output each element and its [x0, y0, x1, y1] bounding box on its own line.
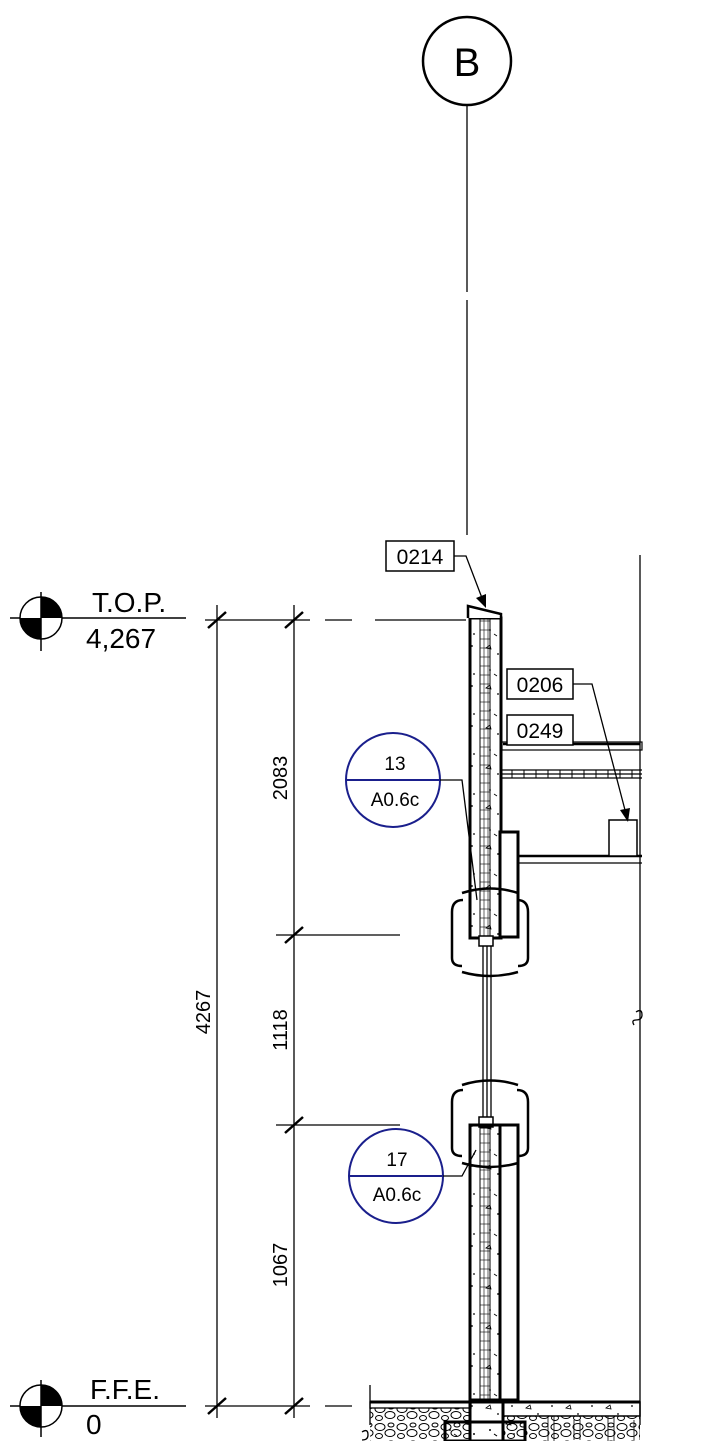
- tag-0214: 0214: [385, 540, 486, 608]
- callout-17-number: 17: [386, 1150, 407, 1171]
- callout-13-sheet: A0.6c: [371, 790, 420, 811]
- upper-wall: [466, 604, 520, 947]
- detail-bracket-upper: [450, 887, 530, 978]
- callout-17-sheet: A0.6c: [373, 1185, 422, 1206]
- grid-bubble: B: [421, 15, 513, 535]
- tag-0249-label: 0249: [517, 720, 564, 743]
- dimension-chain: 2083 1118 1067: [270, 605, 400, 1418]
- level-name-floor: F.F.E.: [90, 1374, 160, 1405]
- level-marker-floor: F.F.E. 0: [10, 1374, 186, 1440]
- level-value-top: 4,267: [86, 623, 156, 654]
- dimension-upper-label: 2083: [270, 756, 292, 801]
- callout-17: 17 A0.6c: [348, 1128, 477, 1224]
- window-glazing: [482, 946, 492, 1118]
- level-name-top: T.O.P.: [92, 587, 166, 618]
- tag-0206: 0206: [506, 668, 630, 822]
- callout-13: 13 A0.6c: [345, 732, 478, 901]
- lower-wall: [468, 1116, 520, 1402]
- dimension-middle-label: 1118: [270, 1009, 292, 1051]
- tag-0206-label: 0206: [517, 674, 564, 697]
- tag-0214-label: 0214: [397, 546, 444, 569]
- dimension-overall: 4267: [193, 605, 227, 1418]
- dimension-overall-label: 4267: [193, 990, 215, 1035]
- foundation: [361, 1385, 641, 1441]
- level-value-floor: 0: [86, 1409, 102, 1440]
- detail-bracket-lower: [450, 1079, 530, 1169]
- callout-13-number: 13: [384, 754, 405, 775]
- level-marker-top: T.O.P. 4,267: [10, 587, 186, 654]
- grid-label: B: [454, 41, 481, 85]
- tag-0249: 0249: [506, 714, 574, 746]
- dimension-lower-label: 1067: [270, 1243, 292, 1288]
